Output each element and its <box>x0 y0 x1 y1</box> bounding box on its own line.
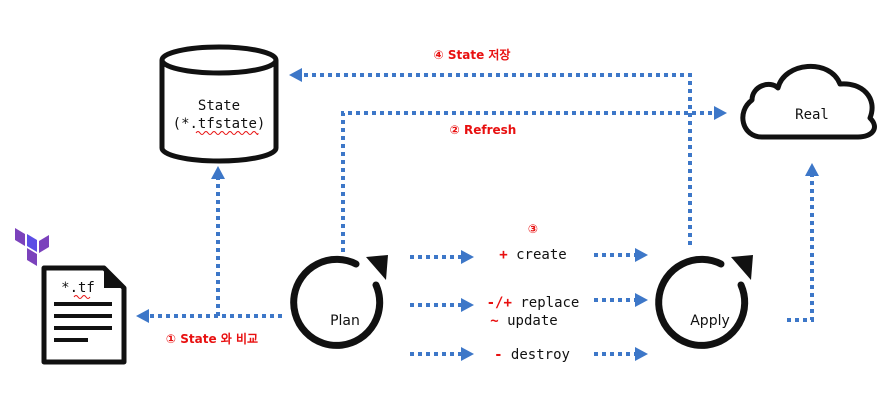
apply-cycle-icon: Apply <box>655 255 753 349</box>
compare-to-state-arrow <box>216 178 282 318</box>
tf-file-label: *.tf <box>61 280 95 296</box>
arrowhead <box>289 68 302 82</box>
arrowhead <box>461 298 474 312</box>
arrowhead <box>635 248 648 262</box>
save-state-arrow <box>300 73 692 245</box>
state-label: State <box>198 98 240 114</box>
tf-file-icon: *.tf <box>41 265 127 365</box>
update-action: ~ update <box>490 313 557 329</box>
arrowhead <box>635 293 648 307</box>
arrowhead <box>461 347 474 361</box>
arrowhead <box>136 309 149 323</box>
create-action: + create <box>499 247 566 263</box>
refresh-arrow <box>341 111 716 252</box>
arrowhead <box>211 166 225 179</box>
terraform-logo-icon <box>15 228 49 266</box>
arrowhead <box>461 250 474 264</box>
cloud-icon: Real <box>740 63 877 140</box>
plan-cycle-icon: Plan <box>290 255 388 349</box>
cloud-label: Real <box>795 107 829 123</box>
arrowhead <box>805 163 819 176</box>
save-state-annotation: ④ State 저장 <box>434 47 511 62</box>
apply-real-arrow <box>787 175 814 322</box>
tfstate-label: (*.tfstate) <box>173 116 266 132</box>
spellcheck-underline <box>73 295 91 299</box>
spellcheck-underline <box>195 131 259 135</box>
apply-label: Apply <box>690 313 730 329</box>
step3-annotation: ③ <box>528 222 538 236</box>
refresh-annotation: ② Refresh <box>450 123 517 137</box>
state-database: State (*.tfstate) <box>159 44 279 164</box>
arrows <box>136 68 819 361</box>
replace-action: -/+ replace <box>487 295 580 311</box>
arrowhead <box>635 347 648 361</box>
plan-label: Plan <box>330 313 360 329</box>
destroy-action: - destroy <box>494 347 570 363</box>
compare-annotation: ① State 와 비교 <box>166 331 258 346</box>
arrowhead <box>714 106 727 120</box>
